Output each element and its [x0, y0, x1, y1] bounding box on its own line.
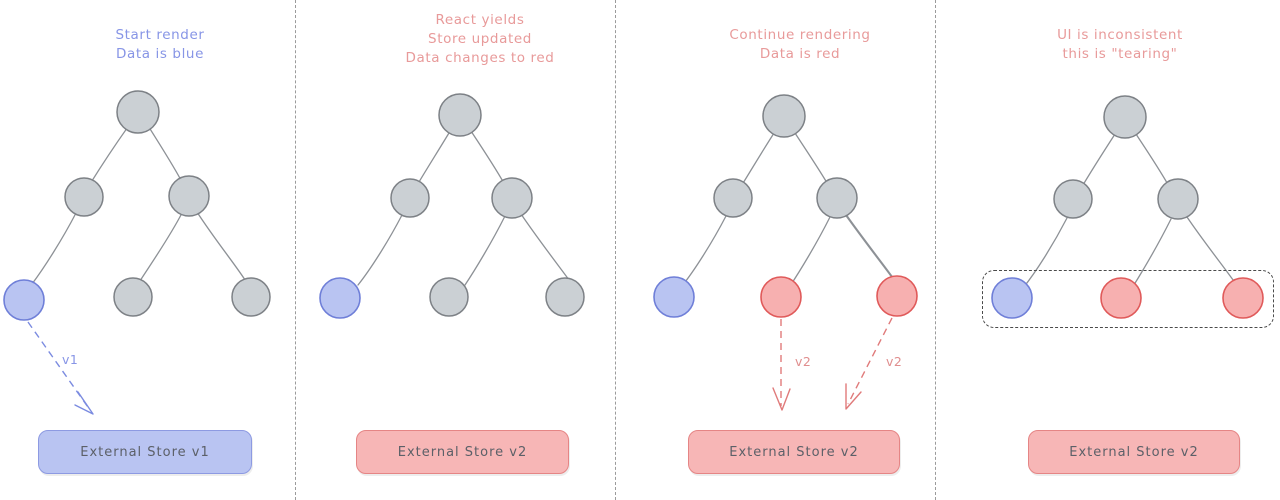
node-leaf-2-red[interactable] — [1100, 277, 1142, 319]
edge-root-right — [468, 127, 507, 188]
edge-right-leaf2 — [464, 215, 506, 286]
external-store-box-v2[interactable]: External Store v2 — [688, 430, 900, 474]
external-store-label: External Store v2 — [397, 444, 528, 460]
arrow-leaf3-to-store — [845, 317, 893, 410]
edge-right-leaf3 — [196, 211, 248, 284]
panel-divider-3 — [935, 0, 936, 500]
panel-2-tree — [319, 93, 585, 319]
panel-ui-inconsistent: UI is inconsistent this is "tearing" Ext… — [960, 0, 1280, 500]
edge-right-leaf2 — [137, 212, 183, 285]
arrow-label-v1: v1 — [62, 352, 79, 367]
node-right-branch[interactable] — [491, 177, 533, 219]
edge-root-left — [1079, 130, 1118, 191]
node-root[interactable] — [438, 93, 482, 137]
node-leaf-2-red[interactable] — [760, 276, 802, 318]
node-root[interactable] — [1103, 95, 1147, 139]
node-leaf-1-blue[interactable] — [991, 277, 1033, 319]
arrow-label-v2-left: v2 — [795, 354, 812, 369]
arrow-leaf1-to-store — [27, 321, 94, 415]
node-root[interactable] — [116, 90, 160, 134]
node-leaf-3-red[interactable] — [876, 275, 918, 317]
node-left-branch[interactable] — [64, 177, 104, 217]
node-leaf-3-red[interactable] — [1222, 277, 1264, 319]
edge-left-leaf1 — [31, 212, 77, 285]
panel-divider-2 — [615, 0, 616, 500]
edge-root-left — [89, 123, 131, 185]
edge-root-left — [739, 129, 777, 189]
node-left-branch[interactable] — [713, 178, 753, 218]
node-leaf-2[interactable] — [429, 277, 469, 317]
node-left-branch[interactable] — [390, 178, 430, 218]
edge-left-leaf1 — [357, 214, 403, 286]
external-store-box-v1[interactable]: External Store v1 — [38, 430, 252, 474]
panel-3-tree — [653, 94, 918, 411]
panel-4-tree — [991, 95, 1264, 319]
external-store-label: External Store v2 — [1069, 444, 1199, 460]
panel-divider-1 — [295, 0, 296, 500]
node-root[interactable] — [762, 94, 806, 138]
arrow-label-v2-right: v2 — [886, 354, 903, 369]
node-right-branch[interactable] — [816, 177, 858, 219]
edge-root-right — [1133, 130, 1172, 191]
panel-continue-rendering: Continue rendering Data is red — [640, 0, 960, 500]
external-store-label: External Store v1 — [80, 444, 210, 460]
panel-1-tree — [3, 90, 271, 415]
node-leaf-3[interactable] — [231, 277, 271, 317]
node-leaf-3[interactable] — [545, 277, 585, 317]
edge-root-right — [146, 123, 184, 185]
node-left-branch[interactable] — [1053, 179, 1093, 219]
edge-right-leaf2 — [789, 216, 831, 287]
node-leaf-1-blue[interactable] — [3, 279, 45, 321]
panel-start-render: Start render Data is blue v1 — [0, 0, 320, 500]
node-leaf-2[interactable] — [113, 277, 153, 317]
arrow-leaf2-to-store — [772, 319, 791, 411]
external-store-label: External Store v2 — [729, 444, 859, 460]
edge-root-left — [415, 127, 453, 188]
external-store-box-v2[interactable]: External Store v2 — [1028, 430, 1240, 474]
edge-left-leaf1 — [1022, 217, 1068, 289]
edge-right-leaf3 — [844, 213, 900, 287]
panel-react-yields: React yields Store updated Data changes … — [319, 0, 640, 500]
node-leaf-1-blue[interactable] — [319, 277, 361, 319]
external-store-box-v2[interactable]: External Store v2 — [356, 430, 569, 474]
edge-root-right — [792, 129, 831, 189]
edge-right-leaf3 — [520, 213, 573, 285]
node-leaf-1-blue[interactable] — [653, 276, 695, 318]
node-right-branch[interactable] — [168, 175, 210, 217]
node-right-branch[interactable] — [1157, 178, 1199, 220]
edge-left-leaf1 — [681, 215, 727, 287]
tearing-highlight-box — [982, 270, 1274, 328]
